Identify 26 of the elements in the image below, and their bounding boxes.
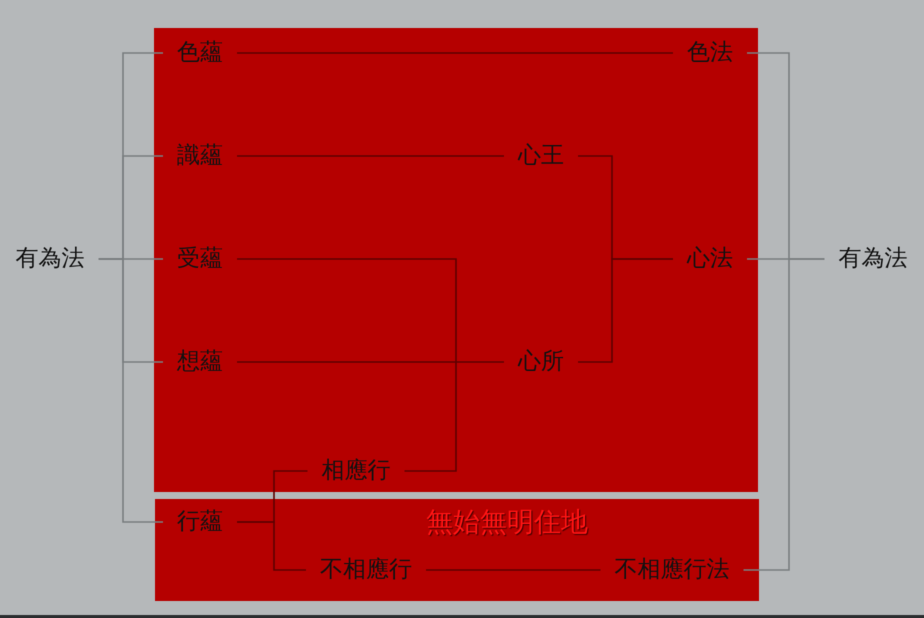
bracket-line — [237, 258, 457, 472]
bracket-line — [237, 521, 306, 571]
bracket-line — [237, 155, 504, 157]
bracket-line — [744, 258, 824, 571]
bracket-line — [237, 361, 504, 363]
term-label: 色蘊 — [177, 40, 223, 66]
term-label: 有為法 — [16, 246, 84, 272]
band-panel — [154, 28, 758, 492]
term-label: 心王 — [518, 143, 564, 169]
term-label: 識蘊 — [177, 143, 223, 169]
term-label: 有為法 — [838, 246, 908, 272]
bracket-line — [578, 258, 673, 363]
bracket-line — [426, 569, 600, 571]
term-label: 受蘊 — [177, 246, 223, 272]
band-panel — [155, 499, 759, 601]
bracket-line — [98, 258, 163, 523]
term-label: 色法 — [687, 40, 733, 66]
term-label: 心法 — [687, 246, 733, 272]
term-label: 想蘊 — [177, 349, 223, 375]
term-label: 心所 — [518, 349, 564, 375]
bracket-line — [237, 52, 673, 54]
band-title: 無始無明住地 — [426, 508, 588, 538]
term-label: 行蘊 — [177, 509, 223, 535]
term-label: 不相應行 — [320, 557, 412, 583]
term-label: 相應行 — [322, 458, 390, 484]
term-label: 不相應行法 — [614, 557, 730, 583]
